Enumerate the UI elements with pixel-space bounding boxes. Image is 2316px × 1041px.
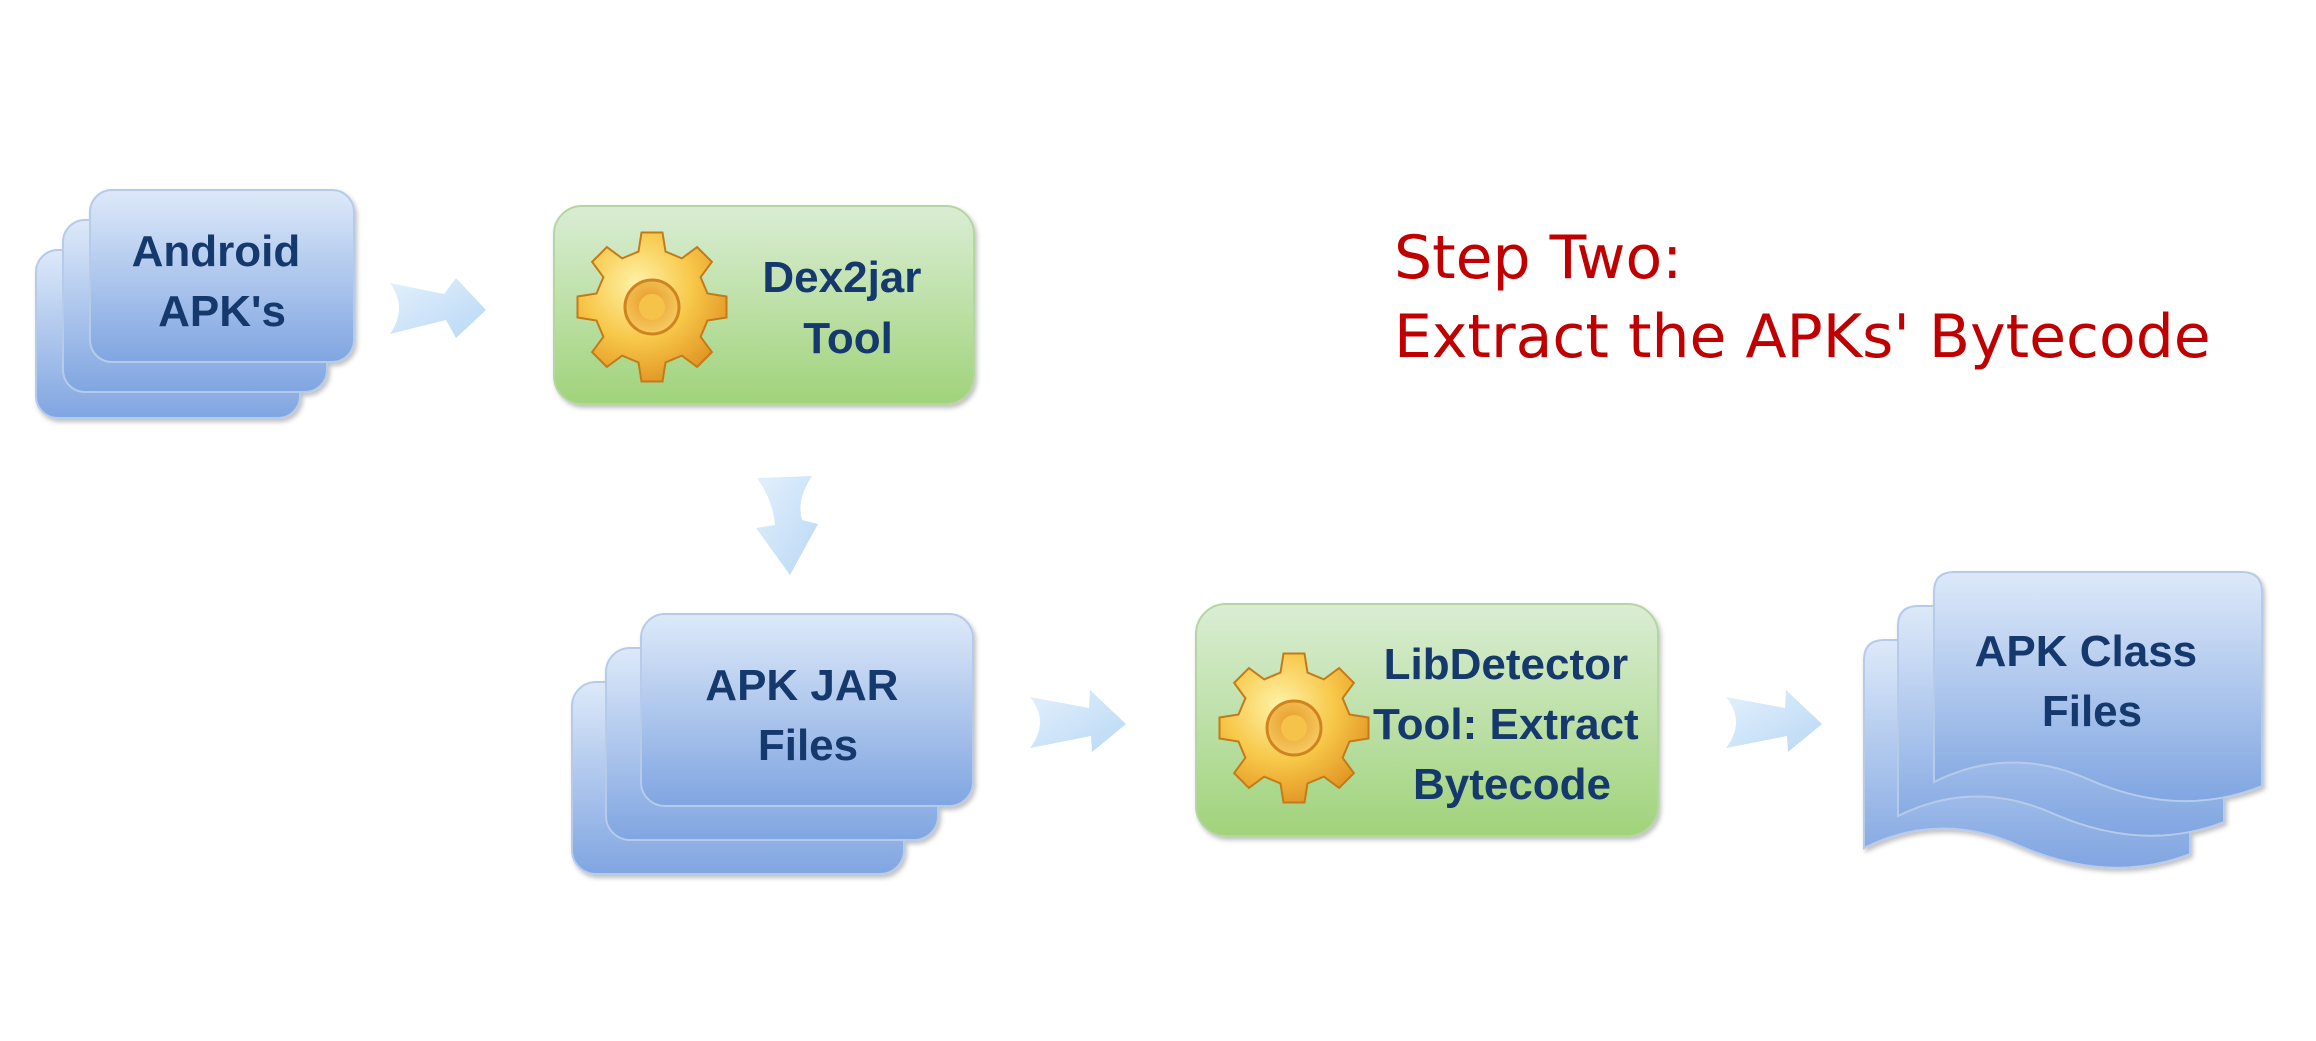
libdetector-line3: Bytecode bbox=[1413, 760, 1611, 809]
apk-jar-line1: APK JAR bbox=[705, 661, 898, 710]
apk-class-line2: Files bbox=[2042, 687, 2142, 736]
step-title: Step Two: bbox=[1394, 223, 1682, 293]
apk-class-files-stack bbox=[1863, 571, 2263, 869]
apk-class-line1: APK Class bbox=[1975, 627, 2198, 676]
step-caption: Step Two: Extract the APKs' Bytecode bbox=[1394, 223, 2211, 372]
step-description: Extract the APKs' Bytecode bbox=[1394, 302, 2211, 372]
arrow-right-icon bbox=[390, 278, 486, 338]
apk-class-files-label: APK Class Files bbox=[1975, 627, 2210, 736]
android-apks-line2: APK's bbox=[158, 287, 286, 336]
apk-jar-files-stack bbox=[571, 613, 974, 875]
arrow-right-icon bbox=[1030, 690, 1126, 752]
arrow-right-icon bbox=[1726, 690, 1822, 752]
dex2jar-line1: Dex2jar bbox=[762, 253, 921, 302]
apk-jar-files-label: APK JAR Files bbox=[705, 661, 910, 770]
dex2jar-gear-icon bbox=[576, 231, 728, 383]
arrow-down-icon bbox=[756, 476, 818, 575]
libdetector-gear-icon bbox=[1218, 652, 1370, 804]
libdetector-line2: Tool: Extract bbox=[1373, 700, 1639, 749]
dex2jar-line2: Tool bbox=[803, 314, 893, 363]
android-apks-stack bbox=[35, 189, 355, 419]
libdetector-line1: LibDetector bbox=[1384, 640, 1628, 689]
apk-jar-line2: Files bbox=[758, 721, 858, 770]
libdetector-tool-label: LibDetector Tool: Extract Bytecode bbox=[1373, 640, 1651, 809]
android-apks-line1: Android bbox=[132, 227, 301, 276]
android-apks-label: Android APK's bbox=[132, 227, 313, 336]
dex2jar-tool-label: Dex2jar Tool bbox=[762, 253, 933, 363]
